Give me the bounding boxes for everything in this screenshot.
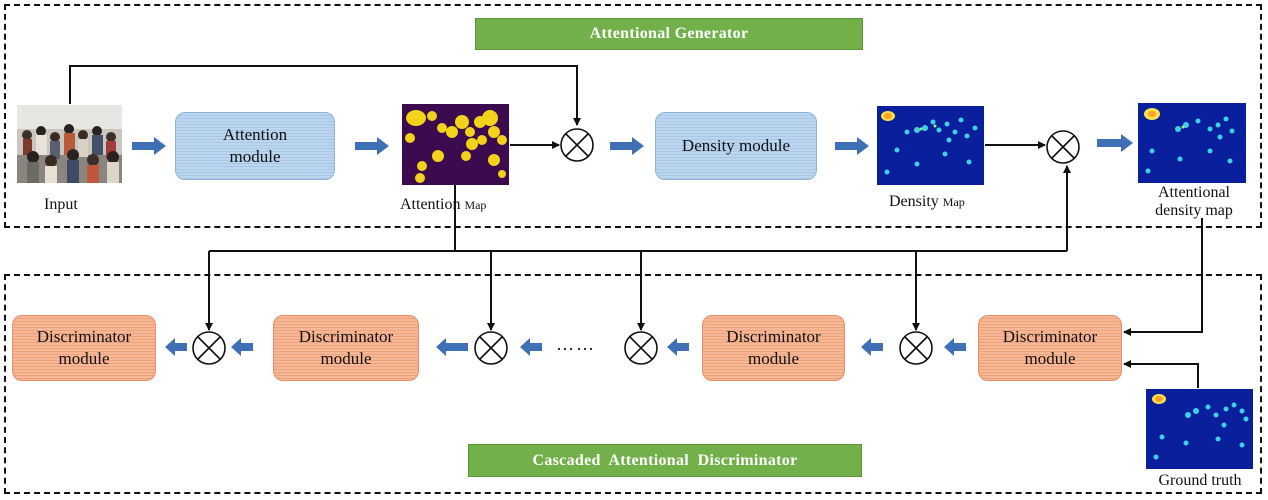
attention-map-label: Attention Map (400, 196, 486, 214)
attentional-density-map-label-line1: Attentional (1158, 184, 1230, 201)
density-map-label-main: Density (889, 193, 939, 210)
input-crowd-image (17, 105, 122, 183)
multiply-operator-icon (560, 128, 594, 162)
blue-arrows-left (165, 338, 966, 356)
cascade-ellipsis: …… (556, 334, 596, 354)
discriminator-module-3: Discriminator module (273, 315, 419, 381)
attentional-density-map-label-line2: density map (1155, 202, 1233, 220)
generator-frame (4, 4, 1262, 228)
ground-truth-image (1146, 389, 1253, 469)
discriminator-title: Cascaded Attentional Discriminator (468, 444, 862, 477)
density-map-label-small: Map (942, 195, 965, 209)
ground-truth-label: Ground truth (1158, 472, 1242, 489)
discriminator-module-1: Discriminator module (978, 315, 1122, 381)
discriminator-module-2: Discriminator module (702, 315, 845, 381)
attention-map-label-small: Map (464, 198, 487, 212)
multiply-operator-icon (474, 331, 508, 365)
density-module: Density module (655, 112, 817, 180)
generator-title: Attentional Generator (475, 18, 863, 50)
discriminator-module-4: Discriminator module (12, 315, 156, 381)
multiply-operator-icon (899, 331, 933, 365)
attention-module: Attention module (175, 112, 335, 180)
multiply-operator-icon (1046, 130, 1080, 164)
density-map-label: Density Map (889, 193, 965, 211)
attentional-density-map-label: Attentional density map (1140, 184, 1248, 221)
multiply-operator-icon (624, 331, 658, 365)
attention-map-image (402, 104, 509, 185)
attention-map-label-main: Attention (400, 196, 461, 213)
input-label: Input (44, 196, 78, 213)
attentional-density-map-image (1138, 103, 1246, 183)
density-map-image (877, 106, 984, 185)
blue-arrows-right (132, 134, 1133, 155)
multiply-operator-icon (192, 331, 226, 365)
discriminator-frame (4, 274, 1262, 494)
